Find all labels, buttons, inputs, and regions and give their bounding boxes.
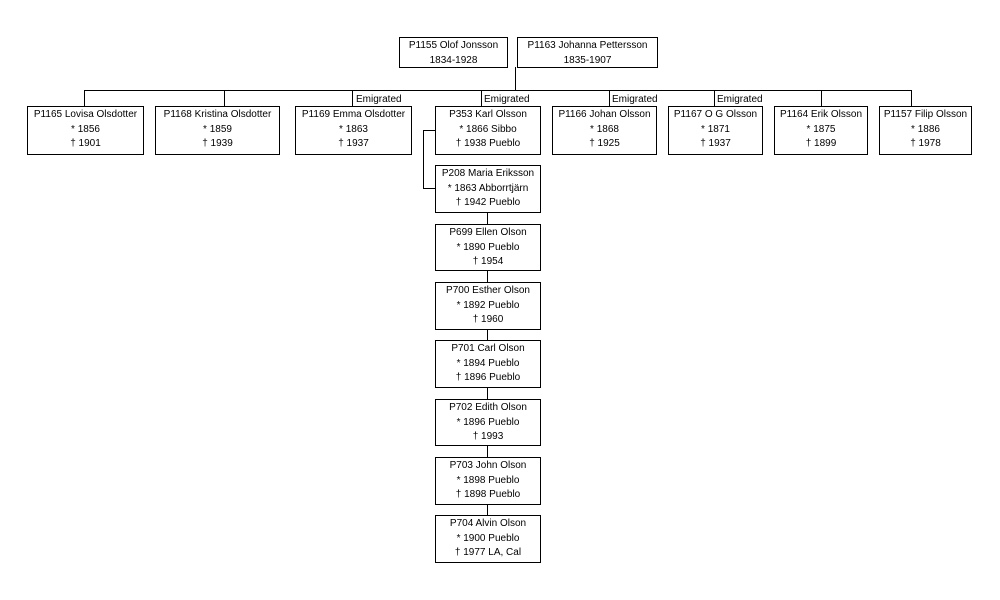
child-line-8 — [911, 90, 912, 107]
children-bus-line — [84, 90, 911, 91]
person-died: † 1937 — [700, 138, 731, 149]
person-born: * 1898 Pueblo — [456, 474, 520, 486]
person-died: † 1977 LA, Cal — [454, 547, 522, 558]
person-box-grandchild[interactable]: P699 Ellen Olson * 1890 Pueblo † 1954 — [435, 224, 541, 271]
marriage-line-bottom — [423, 188, 435, 189]
person-name: P1167 O G Olsson — [673, 109, 758, 120]
person-born: * 1900 Pueblo — [456, 532, 520, 544]
emigrated-label: Emigrated — [612, 94, 658, 105]
person-name: P699 Ellen Olson — [449, 227, 527, 238]
child-line-7 — [821, 90, 822, 107]
person-died: † 1896 Pueblo — [455, 372, 521, 383]
person-name: P1168 Kristina Olsdotter — [163, 109, 272, 120]
person-died: † 1939 — [202, 138, 233, 149]
person-name: P353 Karl Olsson — [449, 109, 527, 120]
person-dates: 1834-1928 — [429, 54, 478, 66]
person-died: † 1960 — [472, 314, 504, 325]
person-born: * 1896 Pueblo — [456, 416, 520, 428]
person-name: P704 Alvin Olson — [449, 518, 527, 529]
person-name: P1169 Emma Olsdotter — [301, 109, 406, 120]
person-born: * 1894 Pueblo — [456, 357, 520, 369]
person-box-spouse[interactable]: P208 Maria Eriksson * 1863 Abborrtjärn †… — [435, 165, 541, 213]
person-box-child[interactable]: P1167 O G Olsson * 1871 † 1937 — [668, 106, 763, 155]
person-born: * 1868 — [590, 123, 619, 135]
person-died: † 1942 Pueblo — [455, 197, 521, 208]
person-born: * 1863 — [339, 123, 368, 135]
child-line-3 — [352, 90, 353, 107]
person-name: P1157 Filip Olsson — [883, 109, 968, 120]
person-died: † 1901 — [70, 138, 101, 149]
emigrated-label: Emigrated — [484, 94, 530, 105]
person-died: † 1978 — [910, 138, 941, 149]
person-box-child[interactable]: P353 Karl Olsson * 1866 Sibbo † 1938 Pue… — [435, 106, 541, 155]
person-name: P1165 Lovisa Olsdotter — [33, 109, 138, 120]
person-box-child[interactable]: P1168 Kristina Olsdotter * 1859 † 1939 — [155, 106, 280, 155]
person-died: † 1937 — [338, 138, 369, 149]
person-born: * 1856 — [71, 123, 100, 135]
child-line-4 — [481, 90, 482, 107]
person-name: P702 Edith Olson — [449, 402, 527, 413]
person-died: † 1993 — [472, 431, 504, 442]
person-box-child[interactable]: P1157 Filip Olsson * 1886 † 1978 — [879, 106, 972, 155]
person-box-child[interactable]: P1164 Erik Olsson * 1875 † 1899 — [774, 106, 868, 155]
person-born: * 1875 — [806, 123, 836, 135]
person-died: † 1925 — [589, 138, 620, 149]
person-name: P208 Maria Eriksson — [441, 168, 535, 179]
person-box-child[interactable]: P1169 Emma Olsdotter * 1863 † 1937 — [295, 106, 412, 155]
person-name: P1164 Erik Olsson — [779, 109, 863, 120]
person-box-grandchild[interactable]: P704 Alvin Olson * 1900 Pueblo † 1977 LA… — [435, 515, 541, 563]
child-line-6 — [714, 90, 715, 107]
person-box-grandchild[interactable]: P701 Carl Olson * 1894 Pueblo † 1896 Pue… — [435, 340, 541, 388]
person-box-mother[interactable]: P1163 Johanna Pettersson 1835-1907 — [517, 37, 658, 68]
emigrated-label: Emigrated — [717, 94, 763, 105]
person-name: P1155 Olof Jonsson — [408, 40, 499, 51]
person-name: P701 Carl Olson — [451, 343, 525, 354]
person-died: † 1938 Pueblo — [455, 138, 521, 149]
person-box-father[interactable]: P1155 Olof Jonsson 1834-1928 — [399, 37, 508, 68]
child-line-1 — [84, 90, 85, 107]
child-line-2 — [224, 90, 225, 107]
person-box-child[interactable]: P1166 Johan Olsson * 1868 † 1925 — [552, 106, 657, 155]
person-name: P700 Esther Olson — [446, 285, 530, 296]
person-name: P1163 Johanna Pettersson — [527, 40, 648, 51]
person-born: * 1866 Sibbo — [459, 123, 517, 135]
person-dates: 1835-1907 — [563, 54, 612, 66]
marriage-line-vertical — [423, 130, 424, 189]
person-box-grandchild[interactable]: P700 Esther Olson * 1892 Pueblo † 1960 — [435, 282, 541, 330]
person-died: † 1899 — [805, 138, 837, 149]
person-born: * 1863 Abborrtjärn — [447, 182, 529, 194]
person-box-child[interactable]: P1165 Lovisa Olsdotter * 1856 † 1901 — [27, 106, 144, 155]
person-died: † 1898 Pueblo — [455, 489, 521, 500]
person-born: * 1886 — [911, 123, 940, 135]
person-born: * 1871 — [701, 123, 730, 135]
person-died: † 1954 — [472, 256, 504, 267]
person-box-grandchild[interactable]: P703 John Olson * 1898 Pueblo † 1898 Pue… — [435, 457, 541, 505]
person-born: * 1890 Pueblo — [456, 241, 520, 253]
parents-drop-line — [515, 67, 516, 91]
marriage-line-top — [423, 130, 435, 131]
person-box-grandchild[interactable]: P702 Edith Olson * 1896 Pueblo † 1993 — [435, 399, 541, 446]
emigrated-label: Emigrated — [356, 94, 402, 105]
person-born: * 1859 — [203, 123, 232, 135]
person-name: P1166 Johan Olsson — [558, 109, 651, 120]
child-line-5 — [609, 90, 610, 107]
person-born: * 1892 Pueblo — [456, 299, 520, 311]
person-name: P703 John Olson — [449, 460, 527, 471]
